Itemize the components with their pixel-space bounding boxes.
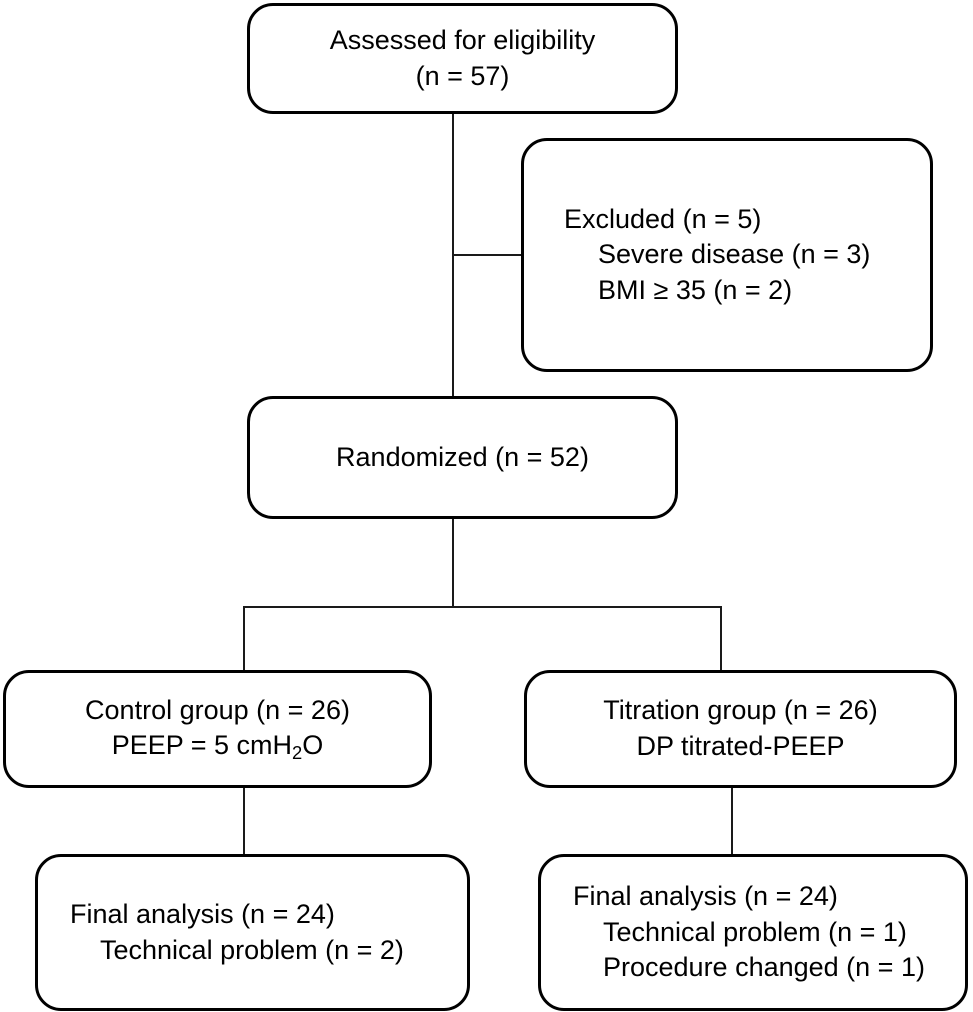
node-control-group: Control group (n = 26) PEEP = 5 cmH2O — [3, 670, 432, 788]
split-to-control-vertical — [243, 606, 245, 672]
node-text-group: Excluded (n = 5) Severe disease (n = 3) … — [564, 202, 930, 309]
split-to-titration-vertical — [720, 606, 722, 672]
node-final-analysis-titration: Final analysis (n = 24) Technical proble… — [538, 854, 968, 1011]
node-line: Procedure changed (n = 1) — [603, 952, 925, 983]
node-line: (n = 57) — [415, 60, 510, 91]
node-line: Severe disease (n = 3) — [598, 239, 871, 270]
node-text-group: Final analysis (n = 24) Technical proble… — [573, 879, 965, 986]
node-line: Final analysis (n = 24) — [70, 898, 335, 929]
node-excluded: Excluded (n = 5) Severe disease (n = 3) … — [521, 138, 933, 372]
node-titration-group: Titration group (n = 26) DP titrated-PEE… — [524, 670, 957, 788]
node-line: Assessed for eligibility — [329, 24, 596, 55]
node-text-group: Titration group (n = 26) DP titrated-PEE… — [527, 693, 954, 764]
node-text-group: Assessed for eligibility (n = 57) — [250, 23, 675, 94]
assessed-to-excluded-horizontal — [452, 254, 524, 256]
node-text-group: Randomized (n = 52) — [250, 440, 675, 476]
node-line: Final analysis (n = 24) — [573, 881, 838, 912]
node-line: Randomized (n = 52) — [336, 441, 589, 472]
randomized-split-stem — [452, 518, 454, 608]
node-assessed-for-eligibility: Assessed for eligibility (n = 57) — [247, 3, 678, 114]
peep-subscript: 2 — [292, 742, 303, 764]
node-text-group: Control group (n = 26) PEEP = 5 cmH2O — [6, 693, 429, 766]
node-line: BMI ≥ 35 (n = 2) — [598, 274, 793, 305]
titration-to-final-vertical — [731, 786, 733, 856]
peep-prefix: PEEP = 5 cmH — [111, 730, 293, 761]
node-line: Technical problem (n = 2) — [100, 934, 404, 965]
node-line-peep: PEEP = 5 cmH2O — [6, 728, 429, 765]
node-line: Excluded (n = 5) — [564, 203, 762, 234]
node-final-analysis-control: Final analysis (n = 24) Technical proble… — [35, 854, 470, 1011]
control-to-final-vertical — [243, 786, 245, 856]
peep-suffix: O — [302, 730, 324, 761]
node-text-group: Final analysis (n = 24) Technical proble… — [70, 897, 467, 968]
node-line: DP titrated-PEEP — [636, 731, 845, 761]
node-randomized: Randomized (n = 52) — [247, 396, 678, 519]
node-line: Titration group (n = 26) — [603, 695, 878, 726]
node-line: Technical problem (n = 1) — [603, 916, 907, 947]
randomized-split-horizontal — [243, 606, 722, 608]
node-line: Control group (n = 26) — [85, 694, 350, 725]
